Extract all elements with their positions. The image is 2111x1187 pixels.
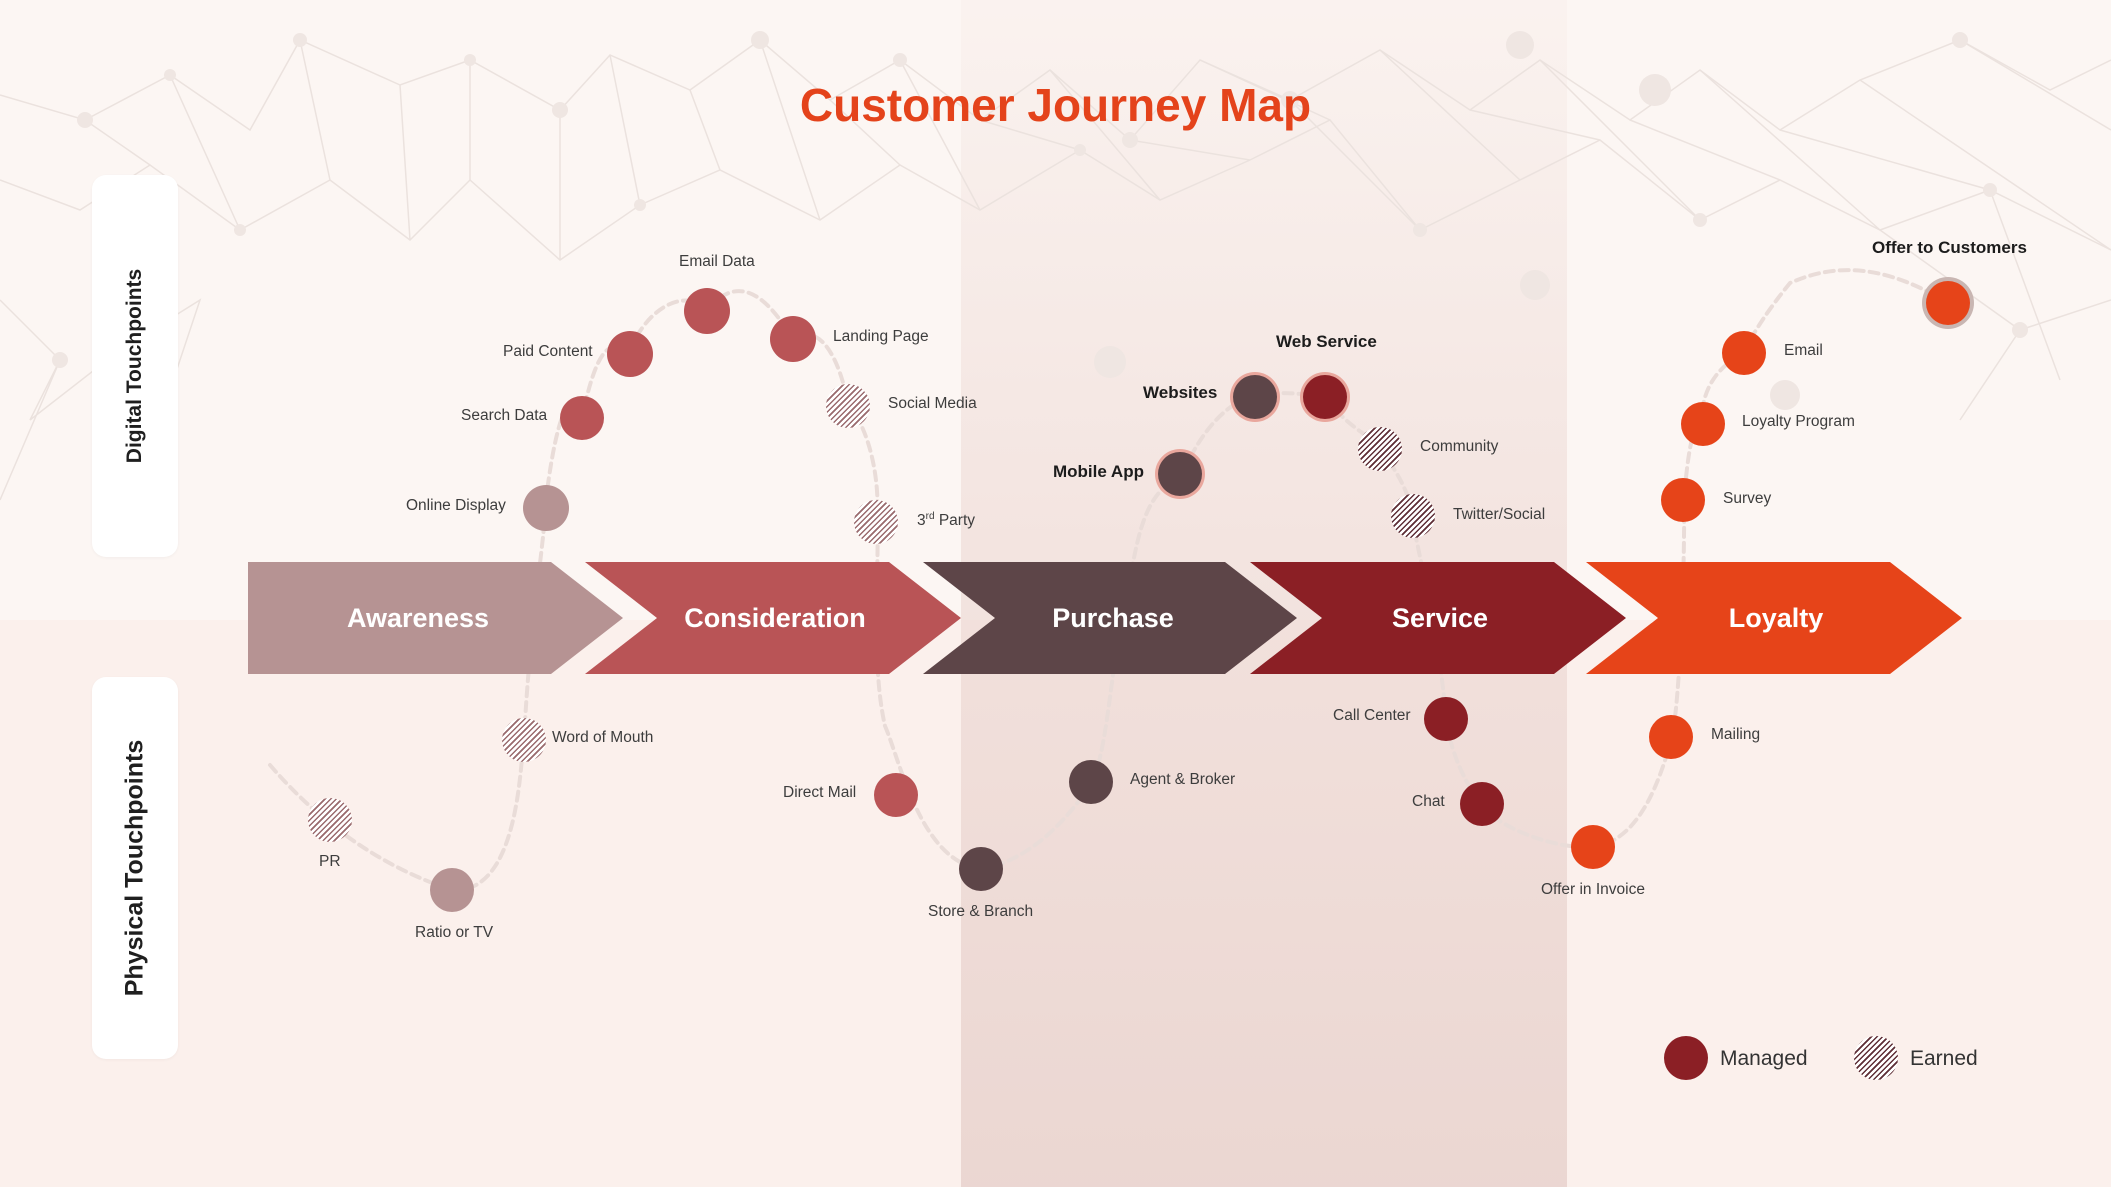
touchpoint-paid-content-dot bbox=[607, 331, 653, 377]
touchpoint-social-media-label: Social Media bbox=[888, 395, 977, 412]
touchpoint-pr-dot bbox=[308, 798, 352, 842]
touchpoint-websites-label: Websites bbox=[1143, 383, 1218, 402]
touchpoint-word-of-mouth-label: Word of Mouth bbox=[552, 729, 654, 746]
touchpoint-community-label: Community bbox=[1420, 438, 1499, 455]
touchpoint-offer-to-customers-dot bbox=[1926, 281, 1970, 325]
physical-touchpoints-card: Physical Touchpoints bbox=[92, 677, 178, 1059]
stage-consideration: Consideration bbox=[585, 562, 961, 674]
physical-touchpoints-label: Physical Touchpoints bbox=[120, 739, 149, 997]
touchpoint-third-party-dot bbox=[854, 500, 898, 544]
touchpoint-survey-label: Survey bbox=[1723, 490, 1772, 507]
touchpoint-email-label: Email bbox=[1784, 342, 1823, 359]
touchpoint-third-party-label: 3rd Party bbox=[917, 511, 976, 530]
touchpoint-ratio-or-tv-dot bbox=[430, 868, 474, 912]
touchpoint-loyalty-program-label: Loyalty Program bbox=[1742, 413, 1855, 430]
touchpoint-pr-label: PR bbox=[319, 853, 341, 870]
touchpoint-social-media-dot bbox=[826, 384, 870, 428]
touchpoint-offer-in-invoice-dot bbox=[1571, 825, 1615, 869]
touchpoint-agent-broker-label: Agent & Broker bbox=[1130, 771, 1236, 788]
touchpoint-mobile-app-label: Mobile App bbox=[1053, 462, 1144, 481]
touchpoint-mailing-dot bbox=[1649, 715, 1693, 759]
digital-touchpoints-label: Digital Touchpoints bbox=[123, 268, 146, 464]
touchpoint-online-display-dot bbox=[523, 485, 569, 531]
touchpoint-online-display-label: Online Display bbox=[406, 497, 506, 514]
touchpoint-loyalty-program-dot bbox=[1681, 402, 1725, 446]
touchpoint-twitter-social-dot bbox=[1391, 494, 1435, 538]
stage-awareness: Awareness bbox=[248, 562, 623, 674]
legend-earned-swatch bbox=[1854, 1036, 1898, 1080]
stage-label: Awareness bbox=[346, 603, 490, 633]
touchpoint-direct-mail-dot bbox=[874, 773, 918, 817]
touchpoint-survey-dot bbox=[1661, 478, 1705, 522]
touchpoint-email-data-label: Email Data bbox=[679, 253, 755, 270]
touchpoint-email-dot bbox=[1722, 331, 1766, 375]
legend-managed-swatch bbox=[1664, 1036, 1708, 1080]
touchpoint-search-data-label: Search Data bbox=[461, 407, 548, 424]
touchpoint-twitter-social-label: Twitter/Social bbox=[1453, 506, 1546, 523]
touchpoint-paid-content-label: Paid Content bbox=[503, 343, 593, 360]
stage-label: Service bbox=[1391, 603, 1489, 633]
touchpoint-mobile-app-dot bbox=[1158, 452, 1202, 496]
legend-earned-label: Earned bbox=[1910, 1047, 1978, 1070]
touchpoint-landing-page-dot bbox=[770, 316, 816, 362]
touchpoint-ratio-or-tv-label: Ratio or TV bbox=[415, 924, 494, 941]
legend-managed-label: Managed bbox=[1720, 1047, 1808, 1070]
touchpoint-chat-label: Chat bbox=[1412, 793, 1445, 810]
touchpoint-direct-mail-label: Direct Mail bbox=[783, 784, 857, 801]
touchpoint-search-data-dot bbox=[560, 396, 604, 440]
touchpoint-call-center-label: Call Center bbox=[1333, 707, 1411, 724]
touchpoint-offer-to-customers-label: Offer to Customers bbox=[1872, 238, 2027, 257]
touchpoint-websites-dot bbox=[1233, 375, 1277, 419]
touchpoint-web-service-dot bbox=[1303, 375, 1347, 419]
stage-label: Consideration bbox=[684, 603, 866, 633]
touchpoint-mailing-label: Mailing bbox=[1711, 726, 1761, 743]
touchpoint-word-of-mouth-dot bbox=[502, 718, 546, 762]
touchpoint-community-dot bbox=[1358, 427, 1402, 471]
touchpoint-offer-in-invoice-label: Offer in Invoice bbox=[1541, 881, 1645, 898]
stage-label: Purchase bbox=[1052, 603, 1174, 633]
touchpoint-store-branch-dot bbox=[959, 847, 1003, 891]
touchpoint-store-branch-label: Store & Branch bbox=[928, 903, 1034, 920]
digital-touchpoints-card: Digital Touchpoints bbox=[92, 175, 178, 557]
page-title: Customer Journey Map bbox=[799, 79, 1312, 131]
stage-service: Service bbox=[1250, 562, 1626, 674]
touchpoint-web-service-label: Web Service bbox=[1276, 332, 1377, 351]
touchpoint-agent-broker-dot bbox=[1069, 760, 1113, 804]
touchpoint-landing-page-label: Landing Page bbox=[833, 328, 929, 345]
stage-label: Loyalty bbox=[1728, 603, 1824, 633]
stage-loyalty: Loyalty bbox=[1586, 562, 1962, 674]
stage-purchase: Purchase bbox=[923, 562, 1297, 674]
touchpoint-call-center-dot bbox=[1424, 697, 1468, 741]
touchpoint-chat-dot bbox=[1460, 782, 1504, 826]
third-party-superscript: rd bbox=[925, 511, 935, 522]
touchpoint-email-data-dot bbox=[684, 288, 730, 334]
